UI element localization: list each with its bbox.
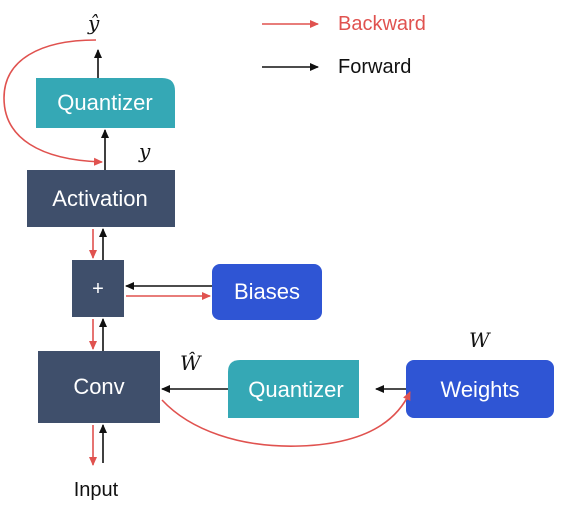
backward-arrow-conv-to-weights bbox=[161, 391, 411, 447]
legend-forward-label: Forward bbox=[338, 56, 411, 78]
backward-arrow-straight-through bbox=[3, 39, 103, 166]
y-hat-symbol: ŷ bbox=[87, 11, 100, 35]
box-quantizer-top: Quantizer bbox=[36, 78, 175, 128]
y-symbol: y bbox=[138, 139, 151, 163]
quantizer-top-label: Quantizer bbox=[57, 90, 152, 115]
input-label: Input bbox=[74, 479, 119, 501]
box-activation: Activation bbox=[27, 170, 175, 227]
legend: Backward Forward bbox=[262, 13, 426, 78]
w-hat-symbol: Ŵ bbox=[180, 351, 202, 375]
backward-arrows bbox=[3, 39, 411, 466]
box-conv: Conv bbox=[38, 351, 160, 423]
activation-label: Activation bbox=[52, 186, 147, 211]
box-biases: Biases bbox=[212, 264, 322, 320]
box-quantizer-weights: Quantizer bbox=[228, 360, 359, 418]
box-weights: Weights bbox=[406, 360, 554, 418]
box-add: + bbox=[72, 260, 124, 317]
biases-label: Biases bbox=[234, 279, 300, 304]
conv-label: Conv bbox=[73, 374, 124, 399]
w-symbol: W bbox=[469, 328, 491, 352]
forward-arrows bbox=[94, 49, 406, 463]
quantizer-weights-label: Quantizer bbox=[248, 377, 343, 402]
add-label: + bbox=[92, 278, 104, 300]
legend-backward-label: Backward bbox=[338, 13, 426, 35]
weights-label: Weights bbox=[440, 377, 519, 402]
